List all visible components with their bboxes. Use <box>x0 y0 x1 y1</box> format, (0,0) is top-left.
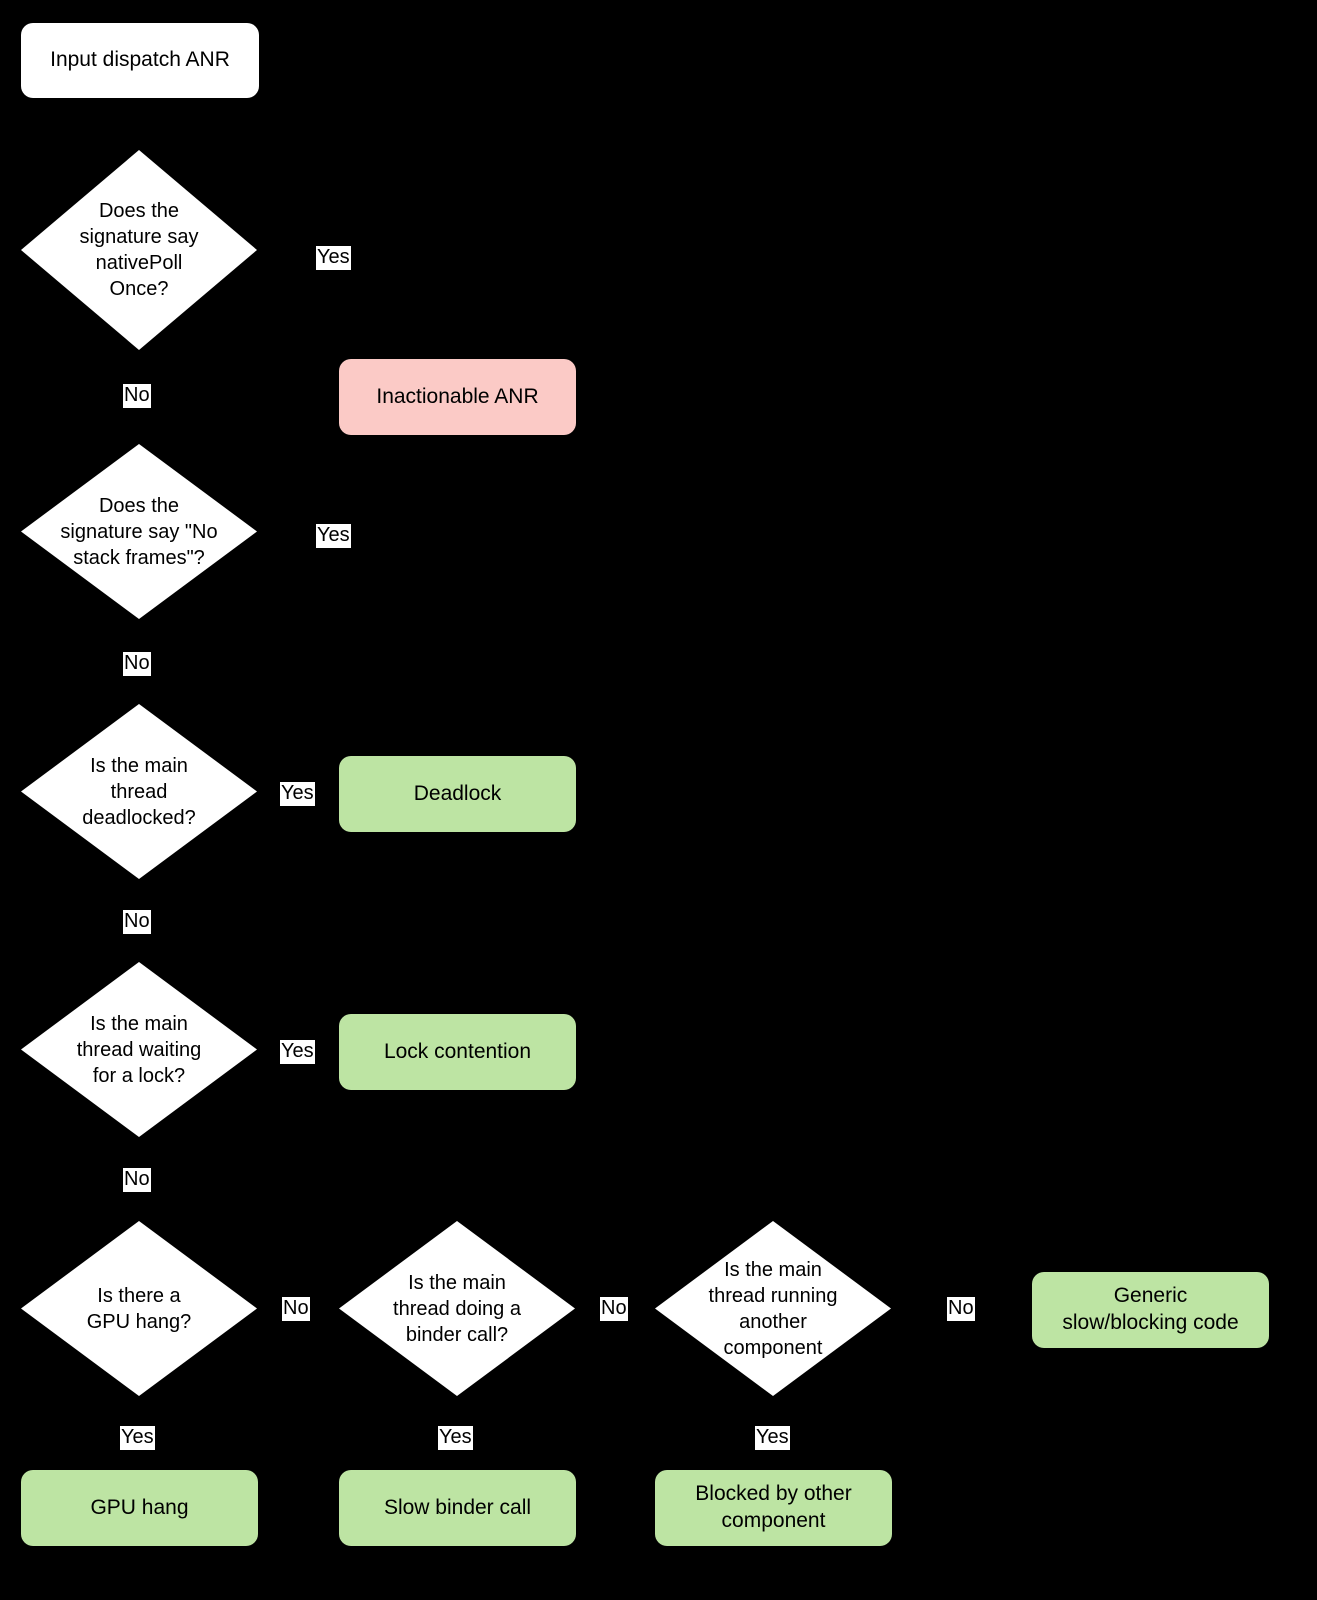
decision-main-thread-binder-call[interactable]: Is the main thread doing a binder call? <box>339 1221 575 1396</box>
node-label: Inactionable ANR <box>376 384 539 408</box>
diamond-shape <box>339 1221 575 1396</box>
decision-main-thread-waiting-for-lock[interactable]: Is the main thread waiting for a lock? <box>21 962 257 1137</box>
edge-label-d5-yes: Yes <box>120 1426 155 1450</box>
connector-d1-yes-to-inactionable <box>256 258 456 260</box>
connector-d2-yes-to-inactionable <box>256 536 456 538</box>
edge-label-d7-no: No <box>947 1297 975 1321</box>
diamond-shape <box>21 962 257 1137</box>
edge-label-d1-no: No <box>123 384 151 408</box>
diamond-shape <box>21 1221 257 1396</box>
node-label: Blocked by other component <box>695 1482 852 1532</box>
node-label: Slow binder call <box>383 1495 532 1519</box>
diamond-shape <box>21 150 257 350</box>
node-slow-binder-call[interactable]: Slow binder call <box>339 1470 576 1546</box>
decision-gpu-hang[interactable]: Is there a GPU hang? <box>21 1221 257 1396</box>
node-deadlock[interactable]: Deadlock <box>339 756 576 832</box>
edge-label-d3-no: No <box>123 910 151 934</box>
node-generic-slow-blocking-code[interactable]: Generic slow/blocking code <box>1032 1272 1269 1348</box>
edge-label-d3-yes: Yes <box>280 782 315 806</box>
edge-label-d1-yes: Yes <box>316 246 351 270</box>
node-label: Input dispatch ANR <box>50 48 230 72</box>
edge-label-d4-no: No <box>123 1168 151 1192</box>
edge-label-d6-yes: Yes <box>438 1426 473 1450</box>
edge-label-d5-no: No <box>282 1297 310 1321</box>
diamond-shape <box>21 704 257 879</box>
edge-label-d7-yes: Yes <box>755 1426 790 1450</box>
connector-start-to-d1 <box>138 98 140 170</box>
edge-label-d2-yes: Yes <box>316 524 351 548</box>
node-inactionable-anr[interactable]: Inactionable ANR <box>339 359 576 435</box>
diamond-shape <box>655 1221 891 1396</box>
node-blocked-by-other-component[interactable]: Blocked by other component <box>655 1470 892 1546</box>
edge-label-d6-no: No <box>600 1297 628 1321</box>
edge-label-d4-yes: Yes <box>280 1040 315 1064</box>
connector-d1-yes-down <box>456 258 458 358</box>
node-gpu-hang[interactable]: GPU hang <box>21 1470 258 1546</box>
decision-main-thread-deadlocked[interactable]: Is the main thread deadlocked? <box>21 704 257 879</box>
diamond-shape <box>21 444 257 619</box>
node-lock-contention[interactable]: Lock contention <box>339 1014 576 1090</box>
node-label: Deadlock <box>413 781 502 805</box>
decision-native-poll-once[interactable]: Does the signature say nativePoll Once? <box>21 150 257 350</box>
decision-no-stack-frames[interactable]: Does the signature say "No stack frames"… <box>21 444 257 619</box>
node-input-dispatch-anr[interactable]: Input dispatch ANR <box>21 23 259 98</box>
node-label: Generic slow/blocking code <box>1062 1284 1239 1334</box>
node-label: GPU hang <box>90 1495 189 1519</box>
node-label: Lock contention <box>383 1039 532 1063</box>
decision-main-thread-another-component[interactable]: Is the main thread running another compo… <box>655 1221 891 1396</box>
edge-label-d2-no: No <box>123 652 151 676</box>
